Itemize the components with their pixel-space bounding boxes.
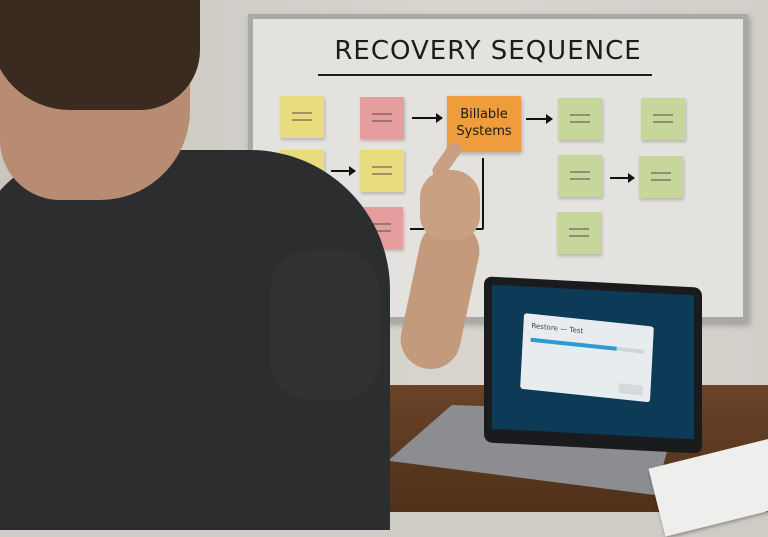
whiteboard-title: RECOVERY SEQUENCE (334, 36, 642, 66)
person-hand (420, 170, 480, 240)
sticky-note-pink (360, 97, 404, 139)
arrow-right-icon (331, 166, 356, 176)
person (0, 0, 390, 530)
sticky-note-green (558, 98, 602, 140)
sticky-note-green (639, 156, 683, 198)
sticky-note-green (557, 212, 601, 254)
arrow-right-icon (610, 173, 635, 183)
sticky-note-green (558, 155, 602, 197)
person-hair (0, 0, 200, 110)
sticky-note-green (641, 98, 685, 140)
note-line-2: Systems (456, 124, 512, 139)
progress-fill (530, 337, 617, 351)
dialog-button[interactable] (618, 383, 643, 396)
connector-line (482, 158, 484, 228)
note-line-1: Billable (460, 107, 508, 122)
dialog-title: Restore — Test (531, 321, 584, 336)
sticky-note-yellow (360, 150, 404, 192)
sticky-note-billable-systems: Billable Systems (447, 96, 521, 152)
arrow-right-icon (526, 114, 553, 124)
progress-bar (530, 337, 645, 354)
restore-dialog: Restore — Test (520, 313, 654, 403)
sticky-note-yellow (280, 96, 324, 138)
arrow-right-icon (412, 113, 443, 123)
laptop-screen: Restore — Test (484, 276, 702, 454)
screen-display: Restore — Test (492, 284, 694, 440)
person-sleeve (270, 250, 380, 400)
title-underline (318, 74, 652, 76)
